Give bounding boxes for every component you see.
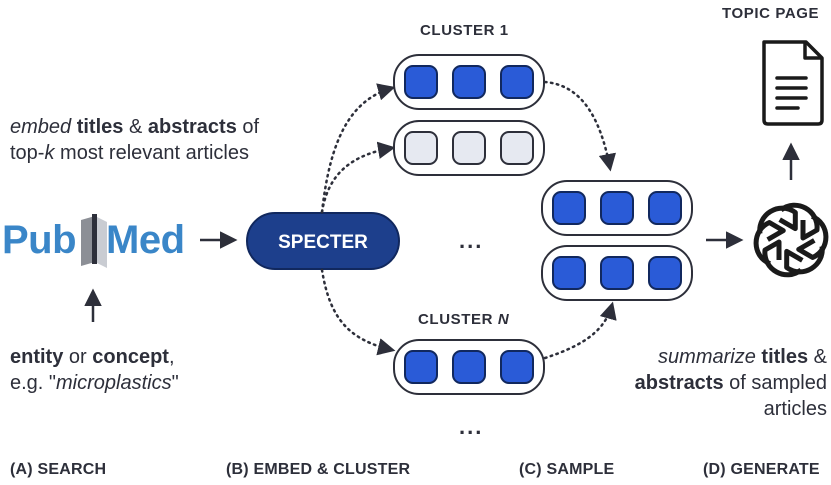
book-icon <box>81 214 107 268</box>
stage-generate-label: (D) GENERATE <box>703 461 820 478</box>
cluster-1-label: CLUSTER 1 <box>420 22 509 39</box>
specter-to-cluster1-arrow <box>320 83 396 214</box>
sampled-group-2 <box>541 245 693 301</box>
clusterN-to-sample-arrow <box>543 301 617 360</box>
clusters-ellipsis: ... <box>459 228 484 253</box>
embed-caption: embed titles & abstracts of top-k most r… <box>10 116 260 164</box>
pubmed-logo-pub: Pub <box>2 218 77 262</box>
cluster-2 <box>393 120 545 176</box>
document-icon <box>762 40 824 126</box>
stage-sample-label: (C) SAMPLE <box>519 461 615 478</box>
pubmed-logo-med: Med <box>106 218 185 262</box>
cluster1-to-sample-arrow <box>543 80 616 172</box>
specter-node: SPECTER <box>246 212 400 270</box>
clusters-ellipsis-bottom: ... <box>459 414 484 439</box>
stage-embed-cluster-label: (B) EMBED & CLUSTER <box>226 461 411 478</box>
sampled-group-1 <box>541 180 693 236</box>
cluster-1 <box>393 54 545 110</box>
specter-to-clusterN-arrow <box>320 268 396 356</box>
cluster-n-label: CLUSTER N <box>418 311 510 328</box>
specter-to-cluster2-arrow <box>320 141 396 214</box>
query-caption: entity or concept, e.g. "microplastics" <box>10 346 179 394</box>
pubmed-logo: Pub Med <box>2 210 187 270</box>
cluster-n <box>393 339 545 395</box>
openai-logo-icon <box>753 202 829 278</box>
specter-label: SPECTER <box>278 232 368 253</box>
summarize-caption: summarize titles & abstracts of sampled … <box>634 346 827 420</box>
topic-page-label: TOPIC PAGE <box>722 5 820 22</box>
stage-search-label: (A) SEARCH <box>10 461 107 478</box>
